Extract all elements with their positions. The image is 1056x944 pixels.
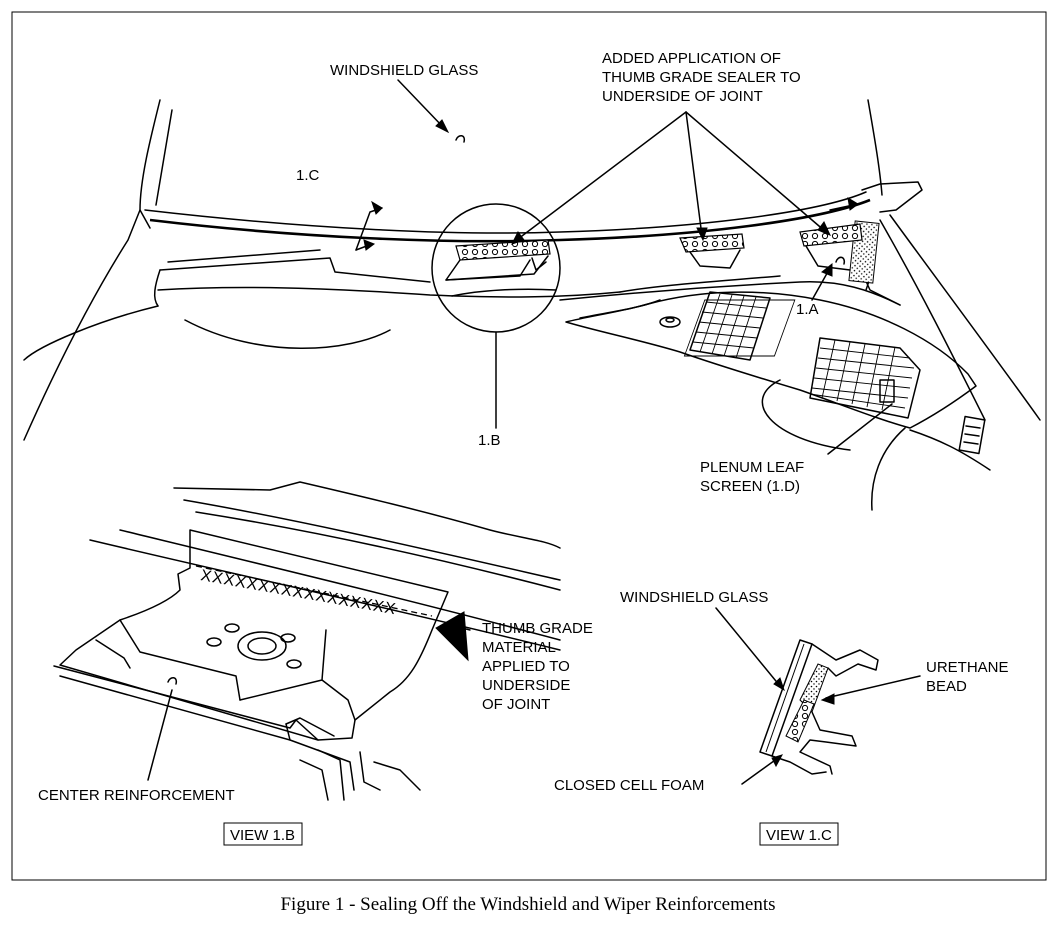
label-callout-1c: 1.C: [296, 167, 320, 184]
label-closed-cell-foam: CLOSED CELL FOAM: [554, 777, 704, 794]
view-1c-drawing: [715, 607, 921, 785]
sealer-patches: [679, 223, 863, 271]
label-callout-1b: 1.B: [478, 432, 501, 449]
label-callout-1a: 1.A: [796, 301, 819, 318]
label-urethane-bead: URETHANE BEAD: [926, 659, 1013, 695]
label-added-application: ADDED APPLICATION OF THUMB GRADE SEALER …: [602, 50, 805, 105]
label-thumb-grade: THUMB GRADE MATERIAL APPLIED TO UNDERSID…: [482, 620, 597, 713]
detail-circle-1b: [431, 203, 561, 333]
label-plenum: PLENUM LEAF SCREEN (1.D): [700, 459, 808, 495]
label-view-1c: VIEW 1.C: [766, 827, 832, 844]
main-view: [23, 79, 1041, 511]
view-1b-box: [223, 822, 303, 846]
label-view-1b: VIEW 1.B: [230, 827, 295, 844]
plenum-grille: [689, 291, 921, 419]
figure-caption: Figure 1 - Sealing Off the Windshield an…: [280, 894, 775, 915]
label-center-reinforcement: CENTER REINFORCEMENT: [38, 787, 235, 804]
thumb-grade-arrow: [435, 611, 469, 662]
xx-marks: XXXXXXXXXXXXXXXXX: [199, 567, 397, 618]
figure-frame: [11, 11, 1047, 881]
label-windshield-glass-detail: WINDSHIELD GLASS: [620, 589, 768, 606]
label-windshield-glass-top: WINDSHIELD GLASS: [330, 62, 478, 79]
view-1c-box: [759, 822, 839, 846]
